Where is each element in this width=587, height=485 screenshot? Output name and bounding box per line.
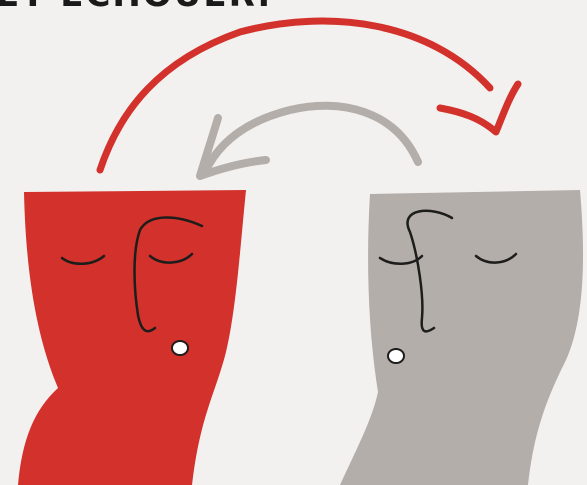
red-arrow-icon bbox=[100, 21, 518, 170]
gray-head-icon bbox=[340, 190, 583, 485]
red-head-icon bbox=[18, 190, 246, 485]
gray-arrow-icon bbox=[200, 106, 418, 176]
